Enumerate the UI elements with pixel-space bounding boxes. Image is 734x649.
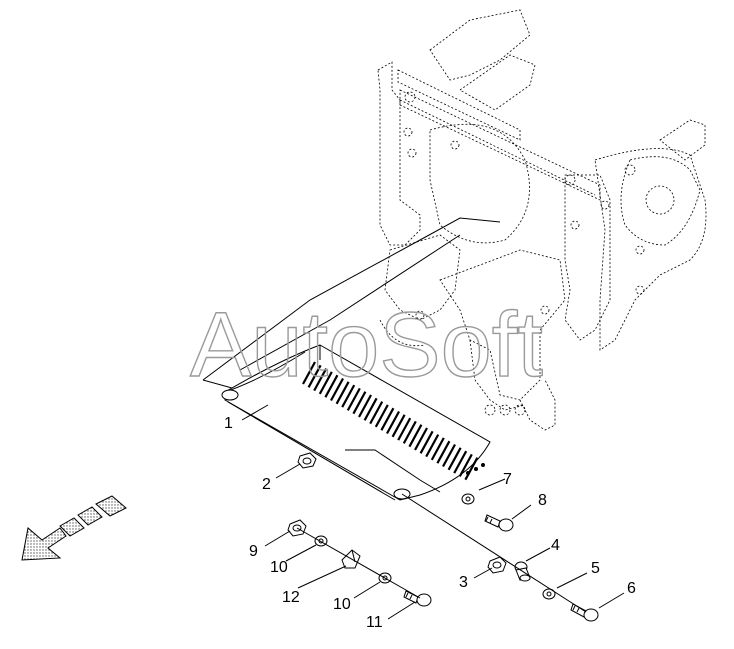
callout-9: 9 (249, 543, 258, 560)
vent-slot (318, 371, 333, 395)
callout-5: 5 (591, 560, 600, 577)
nut-icon (487, 556, 507, 574)
bolt-icon (403, 590, 432, 607)
vent-slot (374, 404, 389, 428)
vent-slot (386, 410, 400, 435)
vent-slot (414, 427, 428, 451)
vent-slot (430, 437, 445, 461)
vent-slot (324, 374, 339, 398)
vent-slot (335, 381, 350, 405)
vent-slot (391, 414, 406, 438)
callout-12: 12 (282, 589, 300, 606)
vent-slot (442, 443, 456, 468)
callout-leaders (241, 404, 625, 620)
vent-slot (447, 447, 462, 471)
callout-10-lower: 10 (333, 596, 351, 613)
callout-4: 4 (551, 537, 560, 554)
callout-6: 6 (627, 580, 636, 597)
shield-vent-slots (302, 361, 479, 481)
vent-slot (363, 397, 378, 421)
vent-slot (352, 391, 367, 415)
vent-slot (419, 430, 434, 454)
vent-slot (436, 440, 451, 464)
vent-slot (358, 394, 372, 418)
callout-10-upper: 10 (270, 559, 288, 576)
forward-arrow-icon (21, 495, 127, 561)
nut-icon (297, 452, 317, 469)
fasteners (287, 452, 599, 622)
vent-slot (425, 434, 440, 458)
bolt-icon (570, 603, 599, 622)
vent-slot (458, 453, 473, 477)
shield-assembly (202, 217, 501, 501)
callout-3: 3 (459, 574, 468, 591)
vent-slot (397, 417, 412, 441)
vent-slot (346, 387, 361, 411)
washer-icon (461, 493, 475, 505)
vent-slot (307, 364, 322, 388)
callout-8: 8 (538, 492, 547, 509)
vent-slot (330, 377, 344, 402)
vent-slot (341, 384, 356, 408)
vent-slot (380, 407, 395, 431)
callout-11: 11 (366, 614, 383, 631)
bolt-icon (484, 514, 514, 532)
vent-slot (369, 401, 384, 425)
callout-7: 7 (503, 471, 512, 488)
vent-slot (453, 450, 468, 474)
callout-1: 1 (224, 415, 233, 432)
vent-slot (402, 420, 417, 444)
vent-slot (313, 368, 328, 392)
tractor-frame (377, 9, 707, 431)
spacer-icon (514, 561, 531, 582)
callout-labels: 1 2 3 4 5 6 7 8 9 10 12 10 11 (224, 415, 636, 631)
vent-slot (302, 361, 316, 385)
vent-slot (408, 424, 423, 448)
callout-2: 2 (262, 476, 271, 493)
watermark: AutoSoft (190, 294, 543, 396)
vent-slot (464, 457, 479, 481)
washer-icon (542, 588, 556, 600)
